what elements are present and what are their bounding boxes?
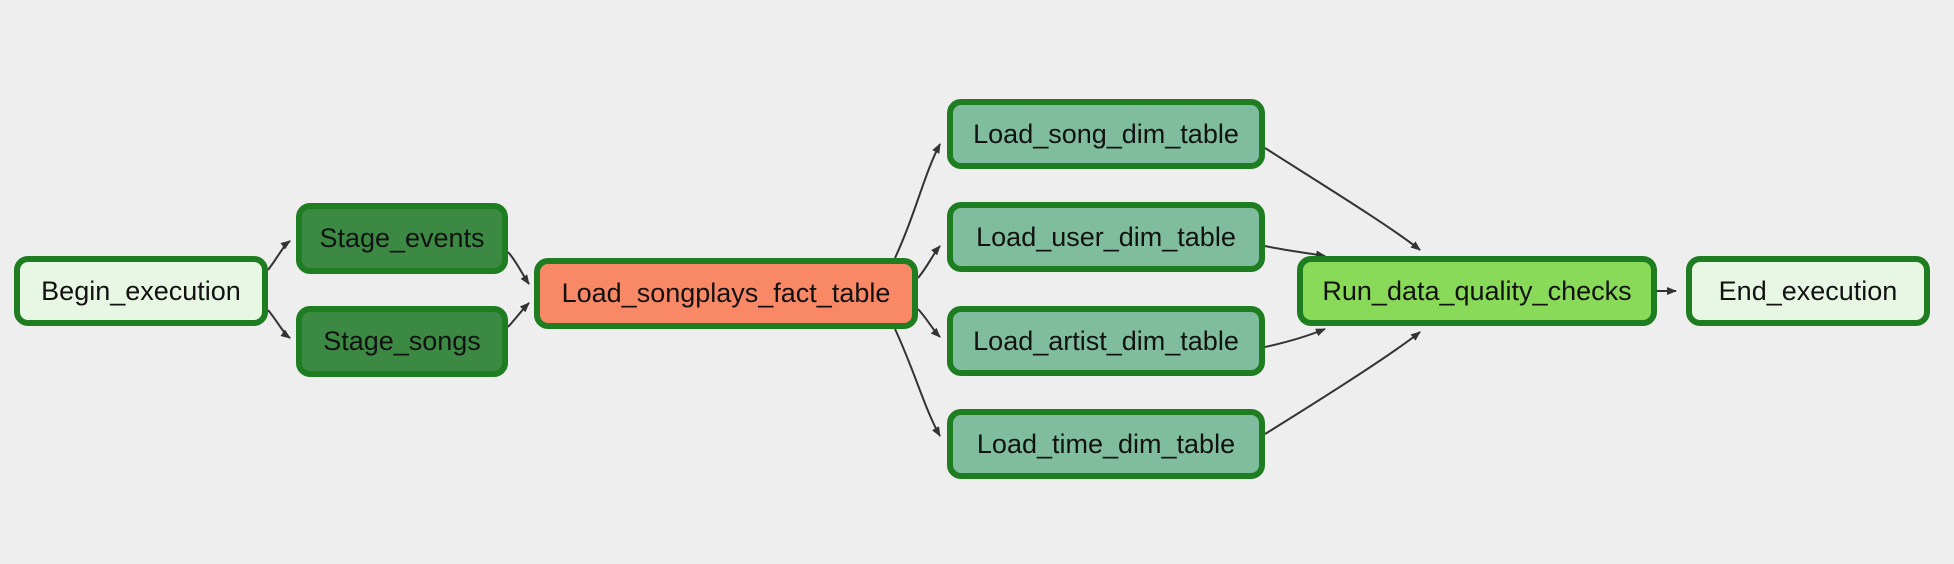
edge-stage-events-to-fact [507, 251, 530, 285]
edge-user-dim-to-run [1264, 245, 1326, 259]
edge-fact-to-user-dim [917, 245, 941, 279]
task-node-stage-events[interactable]: Stage_events [296, 203, 508, 274]
edge-song-dim-to-run [1264, 147, 1421, 251]
edge-fact-to-artist-dim [917, 308, 941, 338]
task-node-begin-execution[interactable]: Begin_execution [14, 256, 268, 326]
task-label: Load_user_dim_table [976, 221, 1236, 252]
edge-time-dim-to-run [1264, 331, 1421, 435]
task-label: Begin_execution [41, 275, 241, 306]
task-node-stage-songs[interactable]: Stage_songs [296, 306, 508, 377]
edge-stage-songs-to-fact [507, 302, 530, 328]
edge-fact-to-time-dim [894, 328, 941, 437]
task-label: Load_songplays_fact_table [561, 278, 891, 308]
task-label: Load_time_dim_table [976, 428, 1236, 459]
task-label: Load_artist_dim_table [973, 325, 1239, 356]
edge-fact-to-song-dim [894, 143, 941, 259]
task-node-load-songplays-fact-table[interactable]: Load_songplays_fact_table [534, 258, 918, 329]
task-node-load-time-dim-table[interactable]: Load_time_dim_table [947, 409, 1265, 479]
task-label: End_execution [1718, 275, 1898, 306]
edge-begin-to-stage-songs [267, 309, 291, 339]
task-node-load-artist-dim-table[interactable]: Load_artist_dim_table [947, 306, 1265, 376]
task-label: Stage_songs [323, 326, 481, 356]
edge-begin-to-stage-events [267, 240, 291, 271]
task-node-end-execution[interactable]: End_execution [1686, 256, 1930, 326]
task-node-run-data-quality-checks[interactable]: Run_data_quality_checks [1297, 256, 1657, 326]
edge-artist-dim-to-run [1264, 328, 1326, 348]
task-node-load-song-dim-table[interactable]: Load_song_dim_table [947, 99, 1265, 169]
task-label: Load_song_dim_table [973, 118, 1239, 149]
task-label: Stage_events [319, 223, 485, 253]
task-label: Run_data_quality_checks [1322, 275, 1632, 306]
task-node-load-user-dim-table[interactable]: Load_user_dim_table [947, 202, 1265, 272]
